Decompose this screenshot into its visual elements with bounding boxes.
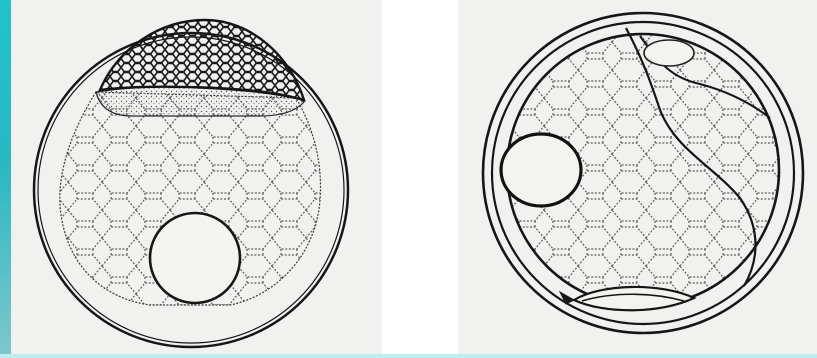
right-optic-vesicle [644,40,694,66]
left-embryo [34,20,348,347]
right-embryo [483,13,803,333]
left-oil-globule [150,213,240,303]
left-blastoderm-cap [100,20,304,100]
bottom-cyan-edge [0,354,817,358]
right-dark-notch [560,292,574,304]
right-oil-globule [501,134,581,206]
